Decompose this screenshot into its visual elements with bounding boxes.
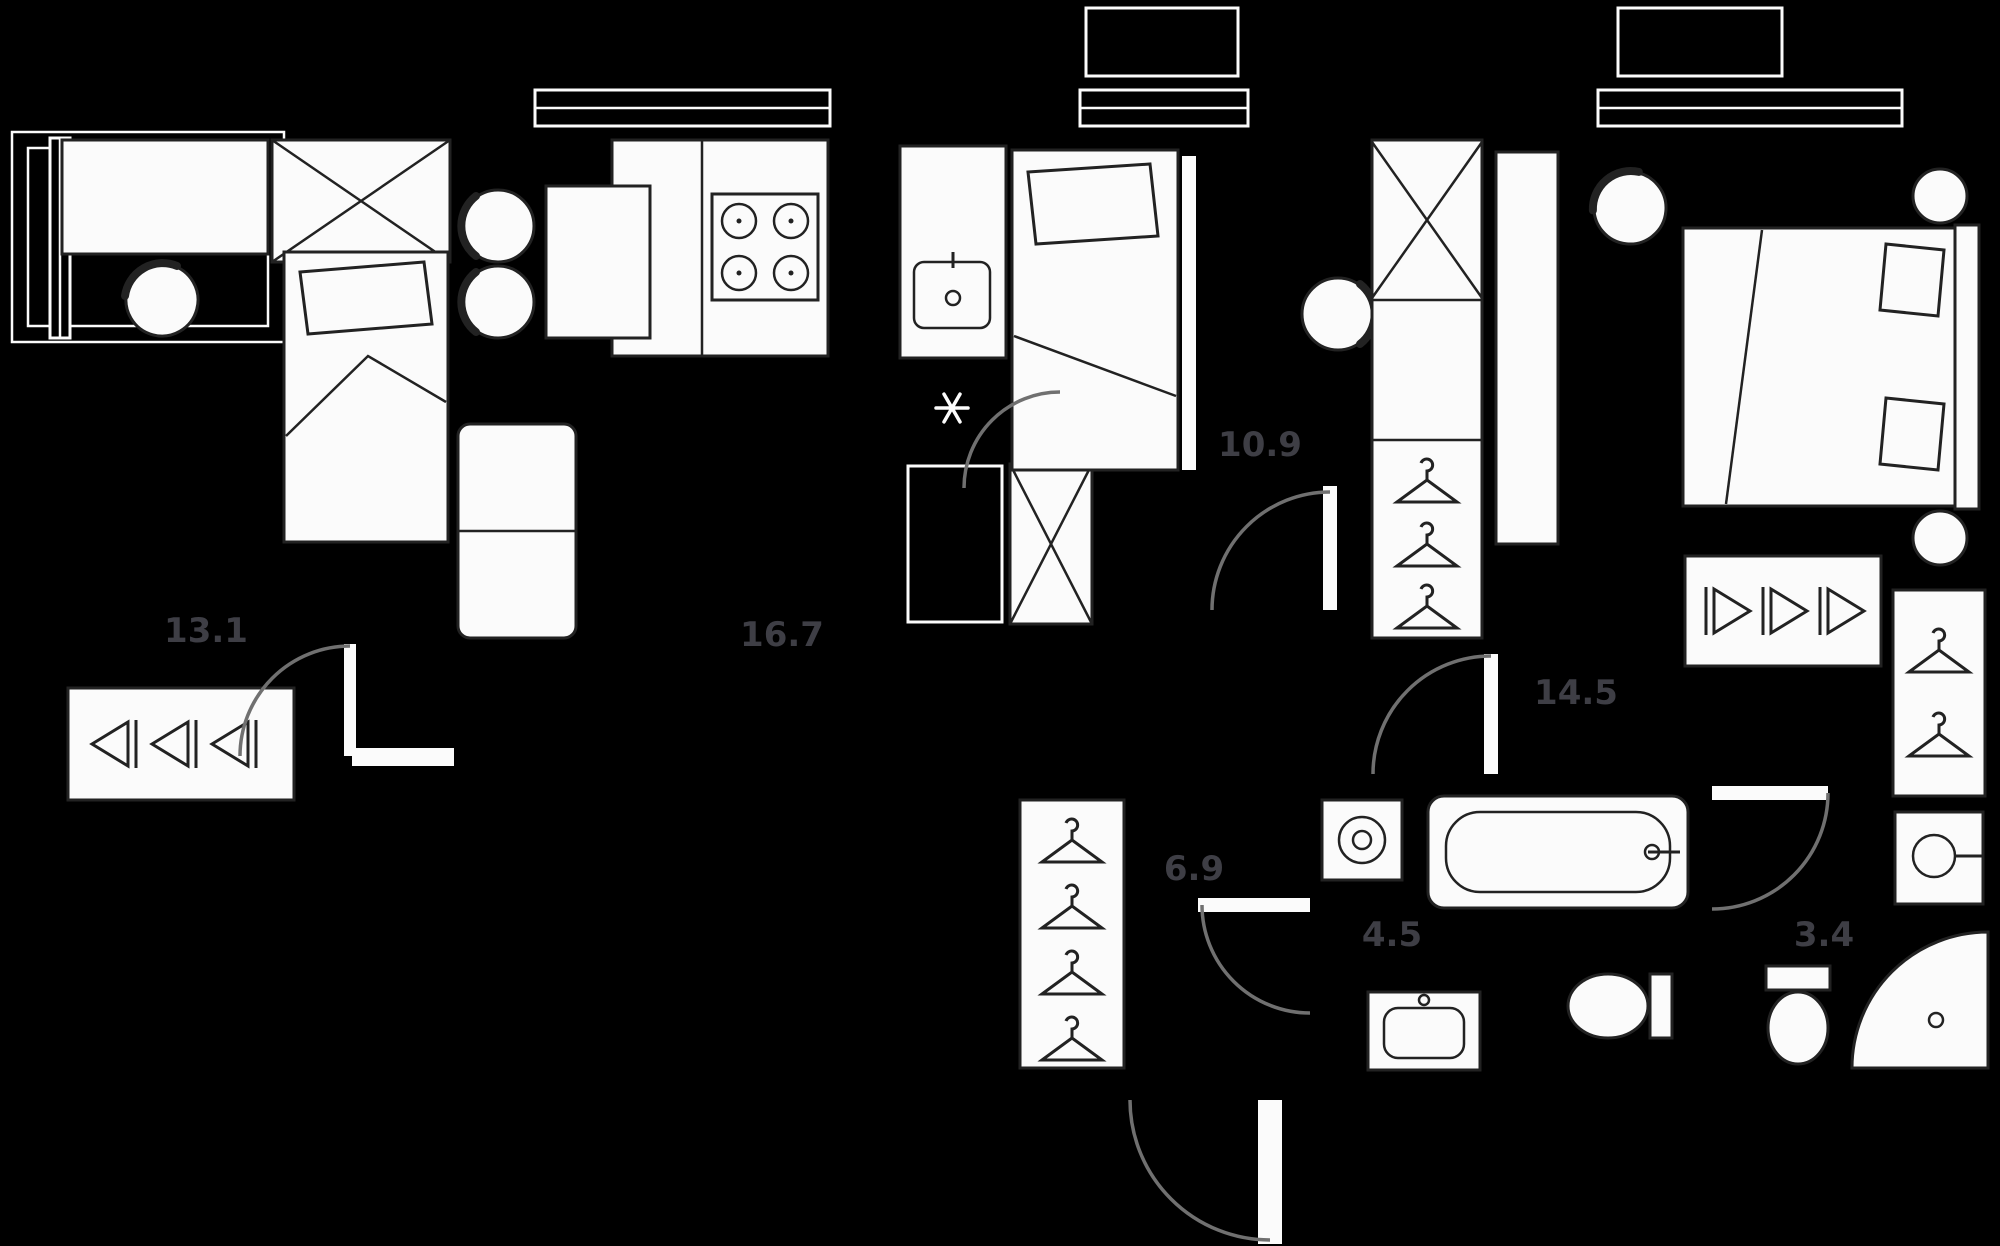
closet <box>66 686 296 802</box>
stove-burner-icon <box>720 202 758 240</box>
room-hallway: 6.9 <box>1018 798 1224 1070</box>
door-threshold-bedroom-left <box>352 748 454 766</box>
pillow <box>1026 162 1160 246</box>
dining-table <box>544 184 652 340</box>
room-label-bathroom: 4.5 <box>1362 915 1422 955</box>
sink-drain <box>944 289 962 307</box>
room-bedroom-master: 14.5 <box>1494 150 1987 798</box>
door-leaf-entrance <box>1258 1100 1282 1244</box>
pillow <box>1878 396 1946 472</box>
stove-burner-dot <box>788 218 794 224</box>
corner-shower <box>1850 930 1990 1070</box>
stove-burner-dot <box>736 270 742 276</box>
room-label-bedroom-master: 14.5 <box>1534 673 1618 713</box>
door-swing-icon <box>1210 490 1331 611</box>
door-swing-icon <box>1200 904 1311 1015</box>
balcony-top-middle-railing <box>1084 6 1240 78</box>
shaft-box <box>906 464 1004 624</box>
stove <box>710 192 820 302</box>
stove-burner-icon <box>772 202 810 240</box>
dresser <box>1683 554 1883 668</box>
room-kitchen-living: 16.7 <box>461 138 1008 655</box>
room-wc: 3.4 <box>1764 810 1990 1070</box>
washbasin-bowl <box>1382 1006 1466 1060</box>
toilet-tank <box>1764 964 1832 992</box>
nightstand <box>1911 167 1969 225</box>
bathtub <box>1426 794 1690 910</box>
blanket-fold <box>1724 229 1764 505</box>
toilet-bowl <box>1566 972 1650 1040</box>
nightstand <box>1911 509 1969 567</box>
door-swing-icon <box>1711 792 1830 911</box>
bedside-panel <box>1182 156 1196 470</box>
corner-sink-bowl <box>1911 833 1957 879</box>
office-chair-icon <box>1302 278 1375 350</box>
corner-sink <box>1893 810 1985 906</box>
door-swing-icon <box>962 390 1061 489</box>
closet <box>1891 588 1987 798</box>
stove-burner-dot <box>788 270 794 276</box>
dining-chair-icon <box>461 266 534 338</box>
wardrobe-cross-mark <box>1008 463 1094 625</box>
door-leaf-wc <box>1712 786 1828 800</box>
wardrobe-column <box>1370 138 1484 640</box>
dining-chair-icon <box>461 190 534 262</box>
washing-machine <box>1320 798 1404 882</box>
blanket-fold <box>1013 334 1177 398</box>
stove-burner-dot <box>736 218 742 224</box>
doors <box>238 390 1830 1244</box>
hall-closet <box>1018 798 1126 1070</box>
room-label-bedroom-middle: 10.9 <box>1218 425 1302 465</box>
washbasin-faucet <box>1417 993 1431 1007</box>
wardrobe-cross-mark <box>271 138 451 264</box>
wardrobe-cross-mark <box>1370 141 1484 299</box>
stove-burner-icon <box>772 254 810 292</box>
toilet-tank <box>1648 972 1674 1040</box>
washer-drum <box>1337 815 1387 865</box>
door-leaf-bedroom-left <box>344 644 356 756</box>
shelf-unit <box>1494 150 1560 546</box>
room-bedroom-middle: 10.9 <box>1008 138 1484 640</box>
toilet-bowl <box>1766 990 1830 1066</box>
room-bedroom-left: 13.1 <box>60 138 578 802</box>
stove-burner-icon <box>720 254 758 292</box>
room-label-hallway: 6.9 <box>1164 849 1224 889</box>
desk <box>60 138 270 256</box>
door-swing-icon <box>1371 654 1492 775</box>
washer-drum-inner <box>1351 829 1373 851</box>
pillow <box>1878 242 1946 318</box>
room-label-bedroom-left: 13.1 <box>164 611 248 651</box>
blanket-fold <box>285 354 447 437</box>
shower-drain <box>1927 1011 1945 1029</box>
door-leaf-bathroom <box>1198 898 1310 912</box>
room-bathroom: 4.5 <box>1320 794 1690 1072</box>
room-label-kitchen: 16.7 <box>740 615 824 655</box>
balcony-top-right-railing <box>1616 6 1784 78</box>
room-label-wc: 3.4 <box>1794 915 1854 955</box>
headboard <box>1953 223 1981 511</box>
door-swing-icon <box>238 644 351 757</box>
door-swing-icon <box>1128 1099 1271 1242</box>
door-leaf-bedroom-master <box>1484 654 1498 774</box>
door-leaf-bedroom-middle <box>1323 486 1337 610</box>
pillow <box>298 260 434 336</box>
